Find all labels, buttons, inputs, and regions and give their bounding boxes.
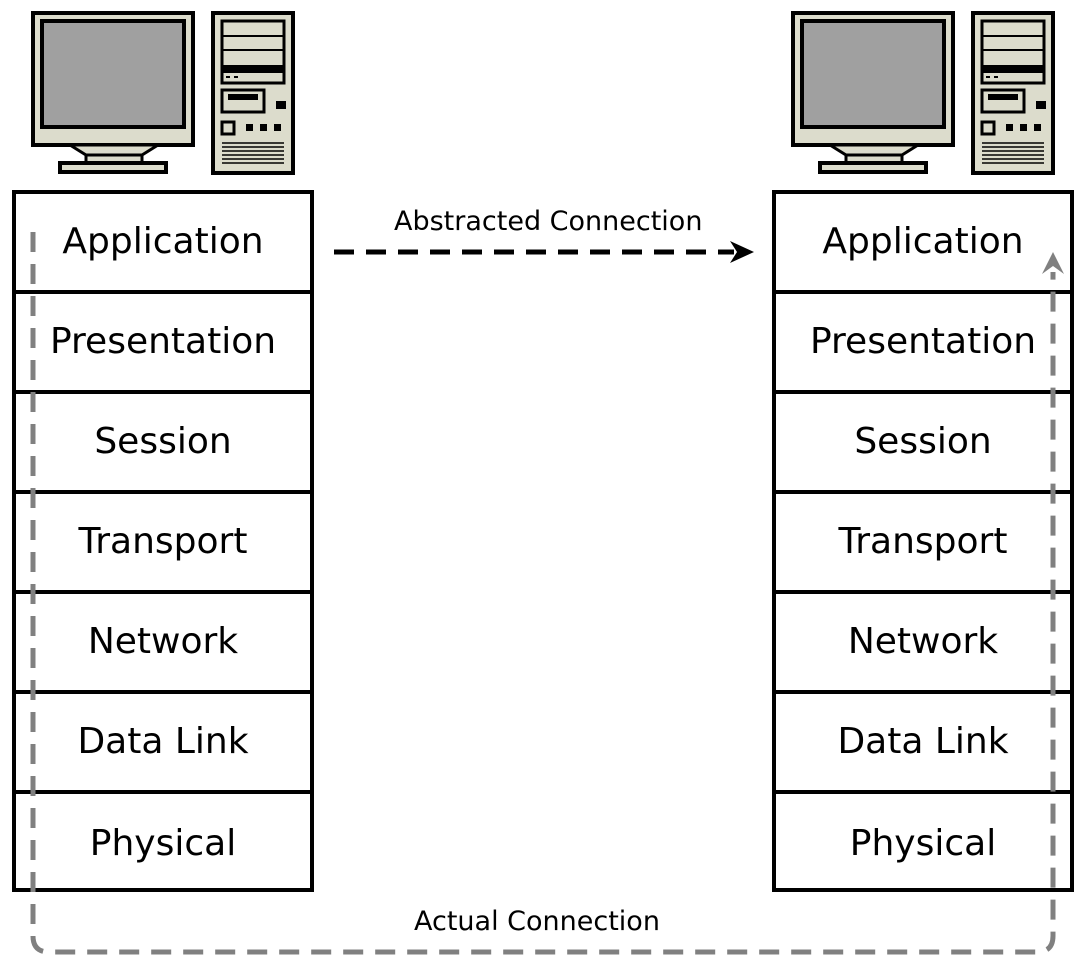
right-osi-stack: Application Presentation Session Transpo… xyxy=(772,190,1074,892)
layer-presentation: Presentation xyxy=(776,294,1070,394)
abstracted-connection-arrow xyxy=(334,241,754,263)
layer-network: Network xyxy=(16,594,310,694)
layer-data-link: Data Link xyxy=(16,694,310,794)
layer-network: Network xyxy=(776,594,1070,694)
layer-session: Session xyxy=(776,394,1070,494)
left-computer xyxy=(31,11,295,175)
computer-tower-icon xyxy=(971,11,1055,175)
layer-data-link: Data Link xyxy=(776,694,1070,794)
layer-presentation: Presentation xyxy=(16,294,310,394)
left-osi-stack: Application Presentation Session Transpo… xyxy=(12,190,314,892)
layer-physical: Physical xyxy=(849,823,997,864)
monitor-icon xyxy=(791,11,955,174)
computer-tower-icon xyxy=(211,11,295,175)
layer-session: Session xyxy=(16,394,310,494)
layer-physical: Physical xyxy=(89,823,237,864)
layer-transport: Transport xyxy=(776,494,1070,594)
layer-application: Application xyxy=(776,194,1070,294)
monitor-icon xyxy=(31,11,195,174)
actual-connection-label: Actual Connection xyxy=(414,906,660,937)
abstracted-connection-label: Abstracted Connection xyxy=(394,206,703,237)
arrow-head-icon xyxy=(730,241,754,263)
layer-application: Application xyxy=(16,194,310,294)
layer-transport: Transport xyxy=(16,494,310,594)
right-computer xyxy=(791,11,1055,175)
